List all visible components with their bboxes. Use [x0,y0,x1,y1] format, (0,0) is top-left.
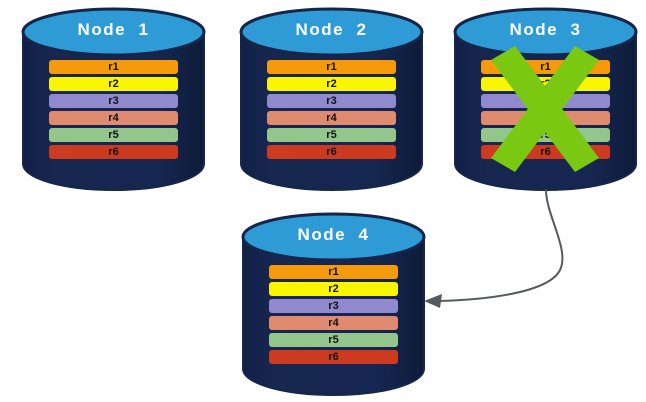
node-1-row-r5[interactable]: r5 [49,128,178,142]
node-1[interactable]: Node 1 r1 r2 r3 r4 r5 r6 [21,7,206,191]
node-2-row-r3[interactable]: r3 [267,94,396,108]
node-1-row-r2[interactable]: r2 [49,77,178,91]
node-4-row-r2[interactable]: r2 [269,282,398,296]
node-2-row-r6[interactable]: r6 [267,145,396,159]
node-4-rows: r1 r2 r3 r4 r5 r6 [269,265,398,364]
node-3-row-r3[interactable]: r3 [481,94,610,108]
node-2-row-r1[interactable]: r1 [267,60,396,74]
node-4-row-r4[interactable]: r4 [269,316,398,330]
node-4-row-r6[interactable]: r6 [269,350,398,364]
node-3-row-r5[interactable]: r5 [481,128,610,142]
node-4-row-r5[interactable]: r5 [269,333,398,347]
node-3-row-r2[interactable]: r2 [481,77,610,91]
node-2-row-r2[interactable]: r2 [267,77,396,91]
node-4-row-r3[interactable]: r3 [269,299,398,313]
node-4-row-r1[interactable]: r1 [269,265,398,279]
node-2-row-r4[interactable]: r4 [267,111,396,125]
node-4[interactable]: Node 4 r1 r2 r3 r4 r5 r6 [241,212,426,396]
node-3-row-r4[interactable]: r4 [481,111,610,125]
node-3[interactable]: Node 3 r1 r2 r3 r4 r5 r6 [453,7,638,191]
node-1-row-r6[interactable]: r6 [49,145,178,159]
node-1-row-r4[interactable]: r4 [49,111,178,125]
rebuild-arrow-path [436,189,564,302]
node-2-rows: r1 r2 r3 r4 r5 r6 [267,60,396,159]
node-3-row-r6[interactable]: r6 [481,145,610,159]
node-2[interactable]: Node 2 r1 r2 r3 r4 r5 r6 [239,7,424,191]
rebuild-arrow-head [424,294,442,308]
node-3-rows: r1 r2 r3 r4 r5 r6 [481,60,610,159]
node-3-row-r1[interactable]: r1 [481,60,610,74]
node-1-rows: r1 r2 r3 r4 r5 r6 [49,60,178,159]
node-1-row-r3[interactable]: r3 [49,94,178,108]
node-1-row-r1[interactable]: r1 [49,60,178,74]
node-2-row-r5[interactable]: r5 [267,128,396,142]
